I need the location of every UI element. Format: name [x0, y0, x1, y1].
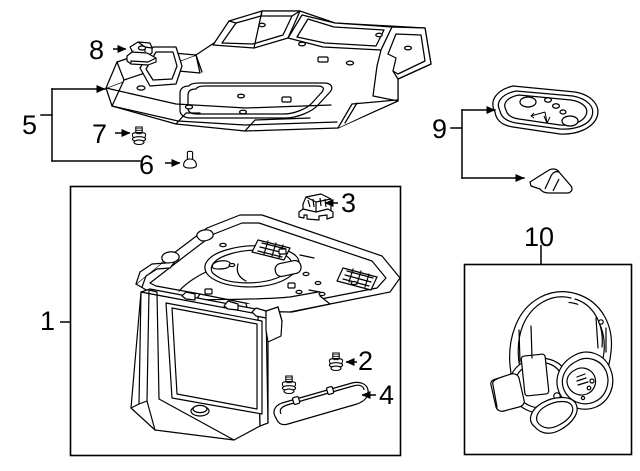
- callout-label-3: 3: [341, 188, 357, 218]
- part-remote-control-9: [492, 85, 599, 135]
- part-retainer-bracket-3: [298, 193, 334, 221]
- part-flange-bolt-7: [131, 126, 147, 146]
- callout-label-1: 1: [40, 306, 56, 336]
- callout-label-5: 5: [22, 110, 38, 140]
- speaker-grille-left: [251, 239, 291, 261]
- speaker-grille-right: [336, 267, 378, 291]
- callout-label-2: 2: [358, 346, 374, 376]
- part-headphones-10: [490, 291, 614, 434]
- leader-9: [450, 106, 525, 182]
- callout-label-4: 4: [379, 380, 395, 410]
- part-cage-nut-8: [126, 41, 157, 66]
- leader-5: [40, 85, 141, 162]
- part-trim-bezel-4: [273, 381, 369, 426]
- part-push-pin-6: [183, 150, 197, 169]
- part-overhead-console-1: [130, 214, 401, 441]
- callout-label-10: 10: [524, 222, 555, 252]
- part-remote-battery-9: [529, 168, 573, 194]
- part-headliner-panel-5: [105, 10, 432, 132]
- callout-label-8: 8: [89, 35, 105, 65]
- callout-label-9: 9: [432, 114, 448, 144]
- callout-label-7: 7: [92, 119, 108, 149]
- callout-label-6: 6: [139, 150, 155, 180]
